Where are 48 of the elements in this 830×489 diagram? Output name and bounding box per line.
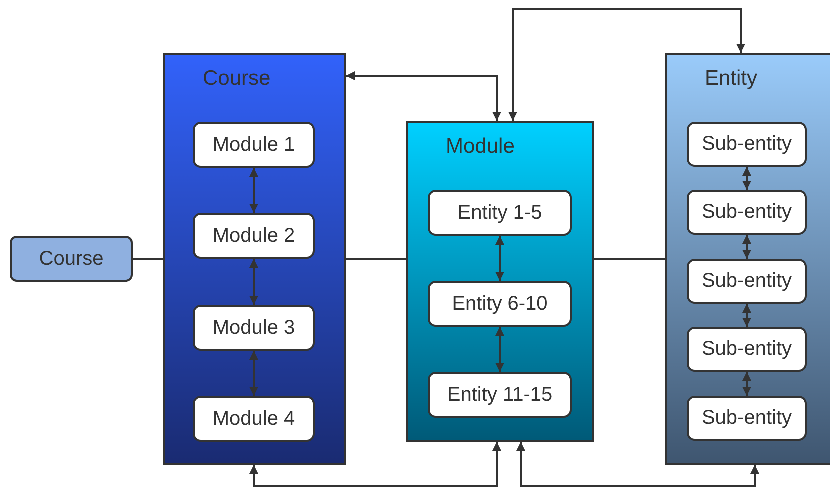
box-label: Entity 1-5 xyxy=(458,202,542,224)
arrow xyxy=(250,442,502,487)
box-label: Sub-entity xyxy=(702,270,792,293)
arrow xyxy=(250,168,258,213)
connector-line xyxy=(346,258,406,260)
arrow xyxy=(516,442,760,487)
box-label: Entity 6-10 xyxy=(452,292,548,316)
arrow xyxy=(742,167,752,190)
connector-line xyxy=(133,258,163,260)
process-box xyxy=(687,259,807,304)
process-box xyxy=(193,122,315,168)
arrow xyxy=(508,8,746,121)
box-label: Sub-entity xyxy=(702,407,792,430)
arrow xyxy=(742,235,752,259)
process-box xyxy=(687,190,807,235)
process-box xyxy=(193,396,315,442)
panel-heading: Course xyxy=(203,67,271,91)
process-box xyxy=(687,122,807,167)
container-panel xyxy=(163,53,346,465)
panel-heading: Module xyxy=(446,135,515,159)
box-label: Module 4 xyxy=(212,408,296,430)
box-label: Module 3 xyxy=(212,316,296,340)
arrow xyxy=(250,351,258,396)
arrow xyxy=(346,72,502,121)
box-label: Module 1 xyxy=(212,134,296,156)
process-box xyxy=(428,281,572,327)
process-box xyxy=(193,213,315,259)
box-label: Sub-entity xyxy=(702,201,792,224)
arrow xyxy=(742,372,752,396)
arrow xyxy=(496,327,504,372)
box-label: Sub-entity xyxy=(702,133,792,156)
arrow xyxy=(742,304,752,327)
box-label: Sub-entity xyxy=(702,338,792,361)
process-box xyxy=(428,190,572,236)
arrow xyxy=(250,259,258,305)
process-box xyxy=(687,396,807,441)
connector-line xyxy=(594,258,665,260)
container-panel xyxy=(665,53,830,465)
box-label: Course xyxy=(39,248,104,270)
panel-heading: Entity xyxy=(705,67,758,91)
process-box xyxy=(428,372,572,418)
container-panel xyxy=(406,121,594,442)
process-box xyxy=(687,327,807,372)
process-box xyxy=(10,236,133,282)
box-label: Entity 11-15 xyxy=(447,384,553,406)
box-label: Module 2 xyxy=(212,224,296,248)
process-box xyxy=(193,305,315,351)
arrow xyxy=(496,236,504,281)
